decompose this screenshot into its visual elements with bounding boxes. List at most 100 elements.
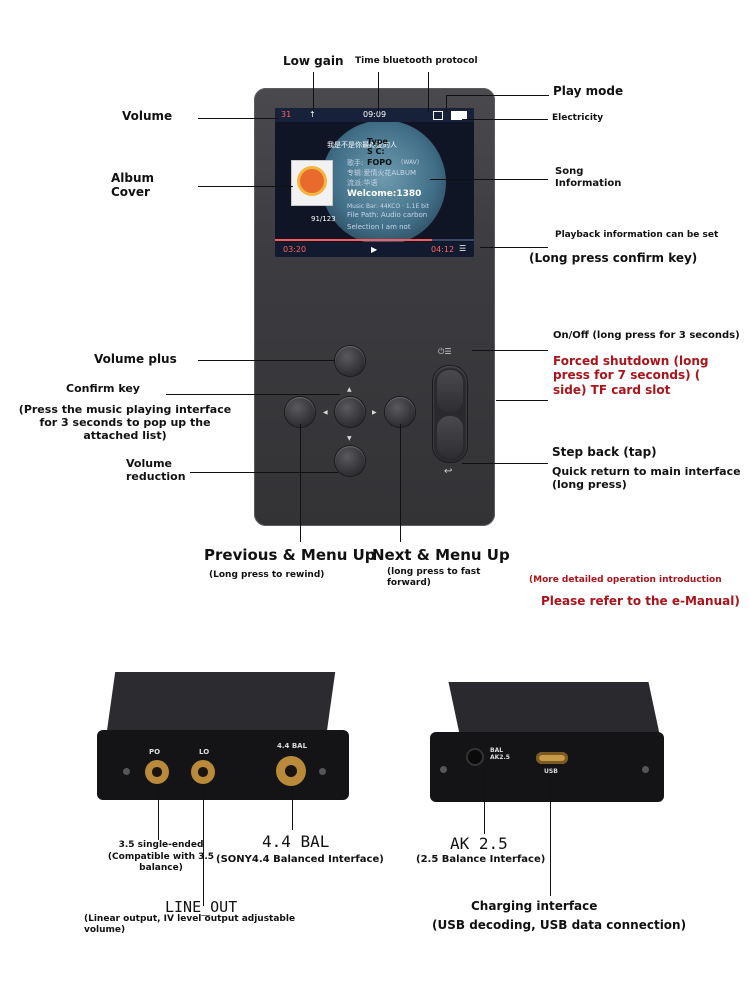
leader-time [378,72,379,112]
play-mode-icon [433,111,443,120]
label-step-back: Step back (tap) [552,445,657,459]
label-ak25: AK 2.5 [450,834,508,853]
label-po-single: 3.5 single-ended [118,840,204,850]
leader-play-mode-h [446,95,549,96]
previous-button[interactable] [285,397,315,427]
label-album-cover: Album Cover [111,171,155,200]
battery-icon [451,111,467,120]
back-icon: ↩ [444,466,453,477]
leader-po [158,784,159,840]
play-icon: ▶ [371,245,378,254]
rocker-top [437,370,463,412]
leader-album [198,186,293,187]
player-screen: 31 ↑ 09:09 我是不是你最疼爱的人 Type S C: 歌手: FOPO… [275,108,474,257]
device-top-surface [106,672,336,732]
leader-on-off [472,350,548,351]
rocker-bottom [437,416,463,458]
label-time-bluetooth: Time bluetooth protocol [355,56,478,66]
screw-right [319,768,326,775]
label-volume-reduction: Volume reduction [126,457,186,484]
screw-right-right [642,766,649,773]
device-end-face-right [430,732,664,802]
power-menu-icon: ⏻☰ [438,347,452,356]
screen-selection: Selection I am not [347,223,411,231]
label-compatible: (Compatible with 3.5 balance) [107,852,215,873]
label-confirm-desc: (Press the music playing interface for 3… [18,403,232,443]
screen-playback-bar: 03:20 ▶ 04:12 ☰ [275,242,474,257]
leader-confirm [166,394,340,395]
screen-album-row: 专辑:爱情火花ALBUM [347,169,417,177]
left-arrow-icon: ◀ [323,409,328,416]
lo-jack [191,760,215,784]
screen-fopo: FOPO [367,158,392,167]
leader-playback [480,247,548,248]
photo-left-device: PO LO 4.4 BAL [93,672,353,812]
down-arrow-icon: ▼ [347,435,352,442]
progress-fill [275,239,433,241]
screen-singer-row: 歌手: [347,159,364,167]
power-rocker-button[interactable] [433,366,467,462]
label-forced-shutdown: Forced shutdown (long press for 7 second… [553,354,709,397]
label-previous-menu-up: Previous & Menu Up [204,546,376,564]
screen-status-bar: 31 ↑ 09:09 [275,108,474,122]
leader-bluetooth [428,72,429,112]
label-long-rewind: (Long press to rewind) [209,570,325,580]
port-label-po: PO [149,748,161,756]
next-button[interactable] [385,397,415,427]
up-arrow-icon: ▲ [347,386,352,393]
label-quick-return: Quick return to main interface (long pre… [552,465,741,492]
leader-next [400,424,401,542]
progress-track [275,239,474,241]
port-label-44bal: 4.4 BAL [277,742,308,750]
screen-volume-value: 31 [281,110,292,119]
usb-c-port [536,752,568,764]
leader-play-mode-v [446,95,447,112]
label-low-gain: Low gain [283,54,344,68]
screen-song-title: 我是不是你最疼爱的人 [327,141,397,149]
screw-left [123,768,130,775]
label-e-manual: Please refer to the e-Manual) [541,594,740,608]
label-more-detail: (More detailed operation introduction [529,575,722,585]
volume-plus-button[interactable] [335,346,365,376]
leader-44bal [292,786,293,830]
screen-music-bar: Music Bar: 44KCO · 1.1E bit [347,203,430,210]
screen-time: 09:09 [363,110,387,119]
leader-song-info [430,179,548,180]
label-electricity: Electricity [552,113,604,123]
label-44-bal: 4.4 BAL [262,832,330,851]
album-art-disc [300,169,324,193]
label-play-mode: Play mode [553,84,624,98]
screen-sc-label: S C: [367,147,385,156]
label-sony44: (SONY4.4 Balanced Interface) [216,854,384,865]
leader-ak25 [484,770,485,834]
elapsed-time: 03:20 [283,245,307,254]
headphone-wallpaper [321,120,446,245]
label-line-out-desc: (Linear output, IV level output adjustab… [84,914,296,935]
leader-low-gain [313,72,314,112]
label-long-forward: (long press to fast forward) [387,567,481,588]
confirm-button[interactable] [335,397,365,427]
photo-right-device: BAL AK2.5 USB [428,682,668,812]
label-charging: Charging interface [471,899,598,913]
label-volume: Volume [122,109,173,123]
port-label-lo: LO [199,748,210,756]
leader-step-back [462,463,548,464]
right-arrow-icon: ▶ [372,409,377,416]
label-line-out: LINE_OUT [165,898,238,916]
leader-electricity [462,119,548,120]
label-next-menu-up: Next & Menu Up [372,546,510,564]
volume-minus-button[interactable] [335,446,365,476]
screen-format: (WAV) [401,159,420,166]
screen-style-row: 流派:华语 [347,179,378,187]
label-ak25-desc: (2.5 Balance Interface) [416,854,546,865]
screen-type-label: Type [367,137,388,146]
label-confirm-key: Confirm key [66,382,140,395]
ak25-jack [468,750,482,764]
port-label-usb: USB [544,768,558,775]
device-top-surface-right [448,682,660,734]
total-time: 04:12 [431,245,455,254]
label-long-press-confirm: (Long press confirm key) [529,251,698,265]
screw-left-right [440,766,447,773]
label-on-off: On/Off (long press for 3 seconds) [553,330,740,341]
label-playback-info: Playback information can be set [555,230,719,240]
